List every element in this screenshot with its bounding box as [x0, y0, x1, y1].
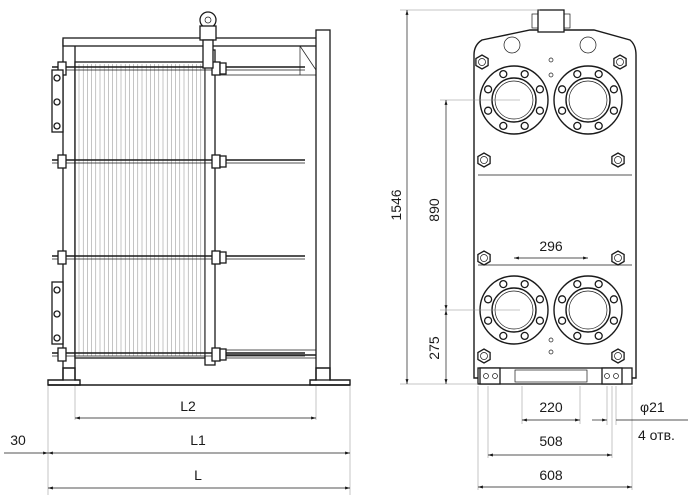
flange-bolt — [535, 295, 545, 304]
front-frame-outline — [473, 29, 637, 379]
flange-bolt — [573, 279, 582, 289]
flange-nut — [53, 98, 61, 106]
flange-bolt — [520, 331, 529, 341]
flange-bolt — [573, 69, 582, 79]
flange-bolt — [573, 121, 582, 131]
front-foot — [47, 367, 81, 386]
fixed-frame-plate — [62, 39, 76, 381]
side-dimensions: L2 L1 L 30 — [4, 386, 351, 495]
rod-washer — [219, 251, 227, 264]
flange-bolt — [609, 85, 619, 94]
flange-bolt — [594, 69, 603, 79]
frame-bolt-nut — [611, 152, 625, 168]
dim-508: 508 — [539, 433, 563, 449]
flange-bolt — [609, 106, 619, 115]
dim-220: 220 — [539, 399, 563, 415]
hole-diameter-label: φ21 — [640, 399, 665, 415]
top-carrying-bar — [62, 37, 326, 47]
frame-bolt-nut — [611, 250, 625, 266]
flange-bolt — [573, 331, 582, 341]
flange-bolt — [557, 295, 567, 304]
frame-bolt-nut — [613, 54, 627, 70]
rod-nut — [57, 154, 67, 169]
plate-pack — [74, 61, 206, 359]
port-flange — [479, 275, 549, 345]
rod-nut — [57, 250, 67, 265]
dim-275: 275 — [426, 336, 442, 360]
flange-bolt — [535, 106, 545, 115]
dim-l1: L1 — [190, 432, 206, 448]
flange-bolt — [594, 121, 603, 131]
rod-washer — [219, 62, 227, 75]
rear-foot — [309, 367, 351, 386]
front-dimensions: 1546 890 275 296 220 508 608 — [388, 9, 688, 490]
frame-bolts — [475, 54, 627, 364]
flange-bolt — [557, 316, 567, 325]
port-flange — [553, 275, 623, 345]
flange-bolt — [483, 316, 493, 325]
rod-nut — [211, 250, 221, 265]
support-column — [315, 29, 331, 381]
dim-30: 30 — [10, 432, 26, 448]
hole-count-label: 4 отв. — [638, 427, 675, 443]
dim-890: 890 — [426, 198, 442, 222]
flange-bolt — [557, 106, 567, 115]
frame-bolt-nut — [475, 54, 489, 70]
flange-bolt — [557, 85, 567, 94]
rod-nut — [211, 347, 221, 362]
ports — [479, 65, 623, 345]
port-flange — [553, 65, 623, 135]
flange-bolt — [520, 279, 529, 289]
flange-bolt — [609, 316, 619, 325]
frame-bolt-nut — [477, 250, 491, 266]
port-flange — [479, 65, 549, 135]
flange-bolt — [483, 106, 493, 115]
dim-l2: L2 — [180, 398, 196, 414]
flange-bolt — [609, 295, 619, 304]
flange-nut — [53, 122, 61, 130]
rod-nut — [211, 154, 221, 169]
flange-bolt — [499, 279, 508, 289]
flange-bolt — [535, 316, 545, 325]
dim-l: L — [194, 467, 202, 483]
pressure-plate — [204, 49, 216, 366]
flange-bolt — [535, 85, 545, 94]
dim-608: 608 — [539, 467, 563, 483]
flange-bolt — [594, 331, 603, 341]
top-lug — [537, 9, 565, 33]
flange-bolt — [499, 331, 508, 341]
rod-nut — [57, 347, 67, 362]
tightening-bolts — [52, 61, 305, 362]
flange-bolt — [483, 85, 493, 94]
flange-bolt — [499, 121, 508, 131]
flange-bolt — [483, 295, 493, 304]
flange-bolt — [594, 279, 603, 289]
plate-lines — [78, 64, 206, 356]
flange-nut — [53, 74, 61, 82]
flange-nut — [53, 334, 61, 342]
frame-bolt-nut — [611, 348, 625, 364]
rod-washer — [219, 155, 227, 168]
flange-bolt — [520, 121, 529, 131]
front-view — [473, 9, 637, 385]
frame-bolt-nut — [477, 348, 491, 364]
side-view — [47, 11, 351, 386]
flange-bolt — [520, 69, 529, 79]
dim-1546: 1546 — [388, 189, 404, 220]
flange-nut — [53, 310, 61, 318]
rod-washer — [219, 348, 227, 361]
dim-296: 296 — [539, 238, 563, 254]
base-plate — [477, 367, 633, 385]
flange-nut — [53, 286, 61, 294]
flange-nuts — [53, 74, 61, 342]
flange-bolt — [499, 69, 508, 79]
frame-bolt-nut — [477, 152, 491, 168]
